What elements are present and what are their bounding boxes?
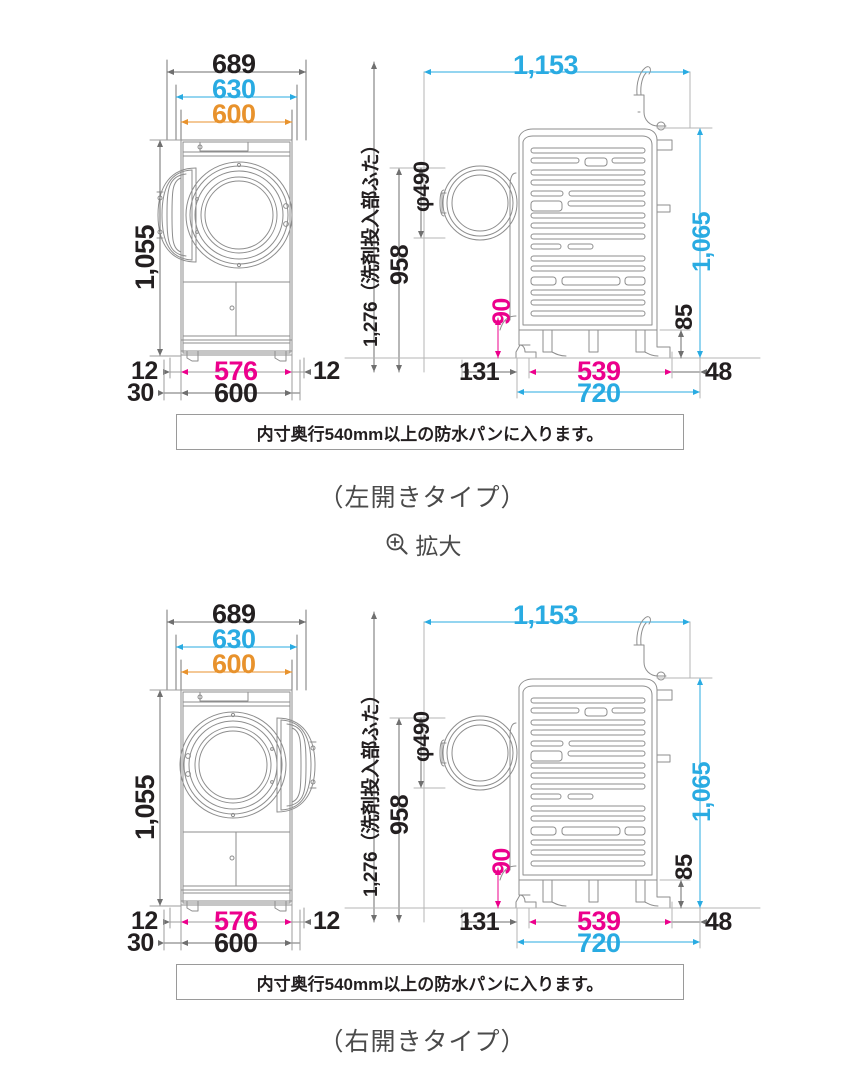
dim-front-width-630: 630 [212, 624, 256, 654]
dim-side-depth-720: 720 [577, 378, 621, 408]
dim-front-height-1055: 1,055 [130, 224, 160, 290]
dimension-diagram-left-open: 689 630 600 1,055 12 576 12 30 600 1,153… [127, 49, 761, 559]
dim-side-height-1065: 1,065 [688, 211, 716, 272]
dim-side-rear-48: 48 [705, 908, 732, 936]
dim-side-rear-48: 48 [705, 358, 732, 386]
dim-side-depth-720: 720 [577, 928, 621, 958]
dim-front-right-gap-12: 12 [313, 357, 340, 385]
enlarge-link[interactable]: 拡大 [0, 527, 845, 561]
dim-front-width-bottom-600: 600 [214, 378, 258, 408]
dim-front-width-bottom-600: 600 [214, 928, 258, 958]
dim-door-diameter-490: φ490 [409, 711, 434, 762]
technical-drawing-right-open [149, 609, 761, 951]
dim-front-height-1055: 1,055 [130, 774, 160, 840]
caption-left-open: （左開きタイプ） [318, 484, 527, 512]
dim-front-width-630: 630 [212, 74, 256, 104]
caption-right-open: （右開きタイプ） [318, 1028, 527, 1056]
dim-side-base-85: 85 [671, 854, 698, 880]
dim-front-left-gap-12: 12 [131, 357, 158, 385]
dim-front-base-576: 576 [214, 906, 258, 936]
dim-front-width-689: 689 [212, 49, 256, 79]
note-text: 内寸奥行540mm以上の防水パンに入ります。 [256, 974, 604, 994]
dim-door-diameter-490: φ490 [409, 161, 434, 212]
dim-side-height-1276: 1,276（洗剤投入部ふた） [361, 685, 382, 897]
dim-side-base-85: 85 [671, 304, 698, 330]
dim-front-left-gap-12: 12 [131, 907, 158, 935]
dim-front-base-576: 576 [214, 356, 258, 386]
note-text: 内寸奥行540mm以上の防水パンに入ります。 [256, 424, 604, 444]
dim-side-base-539: 539 [577, 906, 621, 936]
dim-side-base-539: 539 [577, 356, 621, 386]
dim-side-drain-90: 90 [488, 298, 516, 325]
dim-front-right-gap-12: 12 [313, 907, 340, 935]
dim-side-depth-1153: 1,153 [513, 50, 579, 80]
note-box-drain-pan: 内寸奥行540mm以上の防水パンに入ります。 [176, 414, 684, 450]
dim-front-offset-30: 30 [127, 379, 154, 407]
dim-front-width-689: 689 [212, 599, 256, 629]
dim-side-height-1065: 1,065 [688, 761, 716, 822]
dim-side-height-958: 958 [386, 794, 414, 835]
dim-side-drain-90: 90 [488, 848, 516, 875]
dimension-diagram-right-open: 689 630 600 1,055 12 576 12 30 600 1,153… [0, 550, 845, 1080]
dim-side-depth-1153: 1,153 [513, 600, 579, 630]
dim-side-height-1276: 1,276（洗剤投入部ふた） [361, 135, 382, 347]
dim-side-height-958: 958 [386, 244, 414, 285]
note-box-drain-pan: 内寸奥行540mm以上の防水パンに入ります。 [176, 964, 684, 1000]
dim-side-front-131: 131 [459, 908, 500, 936]
dim-front-offset-30: 30 [127, 929, 154, 957]
dim-front-width-600: 600 [212, 99, 256, 129]
dim-front-width-600: 600 [212, 649, 256, 679]
dim-side-front-131: 131 [459, 358, 500, 386]
technical-drawing-left-open [149, 59, 761, 401]
enlarge-label: 拡大 [415, 533, 462, 559]
magnifier-plus-icon [384, 531, 410, 557]
